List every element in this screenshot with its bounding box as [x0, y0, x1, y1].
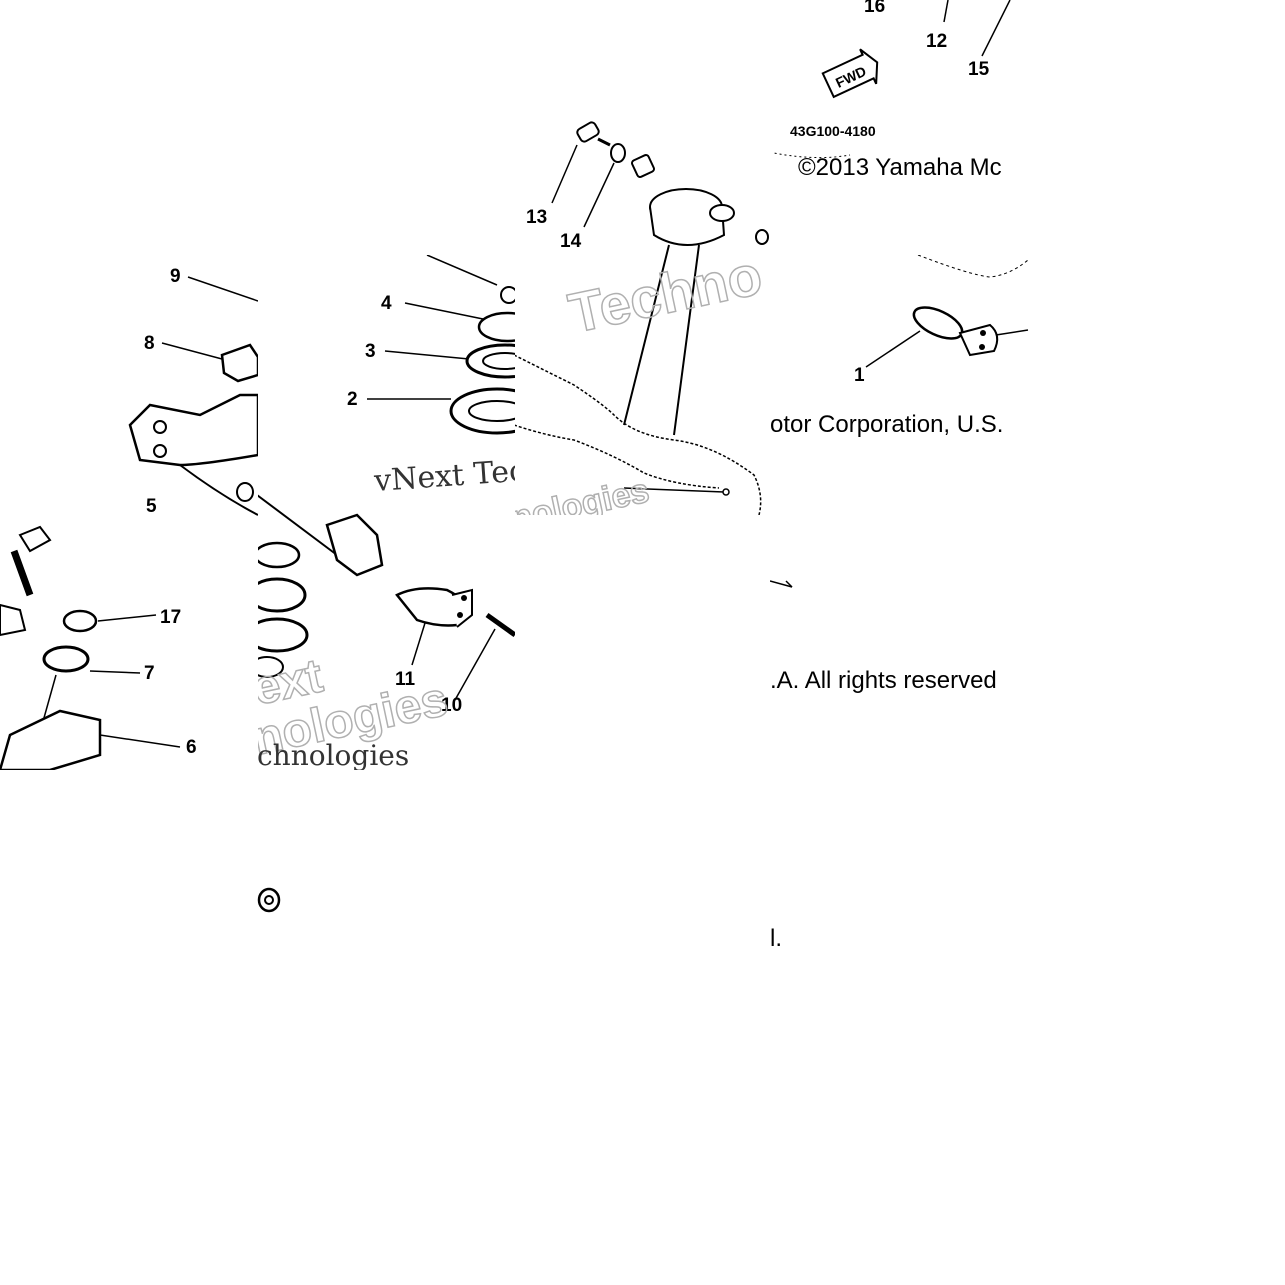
- steering-stem-svg: 13 14 Techno nologies: [514, 121, 769, 515]
- arrow-fragment-svg: [770, 580, 793, 588]
- callout-15: 15: [968, 59, 990, 80]
- bolt-icon: [257, 887, 281, 913]
- callout-12: 12: [926, 31, 947, 52]
- copyright-line-1: ©2013 Yamaha Mc: [798, 154, 1002, 181]
- part-1-svg: 1: [854, 255, 1029, 386]
- watermark-chnologies: chnologies: [257, 739, 409, 770]
- callout-6: 6: [186, 737, 197, 758]
- callout-10: 10: [441, 695, 462, 716]
- diagram-tile-left: 9 8 5 17 7 6: [0, 255, 258, 770]
- diagram-tile-bolt: [257, 880, 285, 915]
- diagram-tile-right-middle: 1 otor Corporation, U.S. .A. All rights …: [770, 255, 1030, 955]
- watermark-nologies: nologies: [514, 472, 652, 515]
- diagram-tile-bearings: 4 3 2 10 11 vNext Tec ext nologies chnol…: [257, 255, 515, 770]
- copyright-line-2: otor Corporation, U.S.: [770, 411, 1004, 438]
- fwd-arrow-icon: FWD: [821, 48, 879, 99]
- callout-8: 8: [144, 333, 155, 354]
- callout-9: 9: [170, 266, 181, 287]
- copyright-line-3: .A. All rights reserved: [770, 667, 997, 694]
- watermark-vnext: vNext Tec: [372, 453, 515, 499]
- callout-16: 16: [864, 0, 885, 17]
- fwd-region-svg: 16 12 15 FWD 43G100-4180: [770, 0, 1011, 160]
- diagram-tile-top-right: 16 12 15 FWD 43G100-4180 ©2013 Yamaha Mc: [770, 0, 1030, 190]
- callout-17: 17: [160, 607, 181, 628]
- copyright-line-4: l.: [770, 925, 782, 952]
- handlebar-holder-svg: 9 8 5 17 7 6: [0, 266, 258, 770]
- callout-3: 3: [365, 341, 376, 362]
- callout-4: 4: [381, 293, 392, 314]
- part-code: 43G100-4180: [790, 123, 876, 139]
- callout-2: 2: [347, 389, 358, 410]
- callout-7: 7: [144, 663, 155, 684]
- callout-13: 13: [526, 207, 547, 228]
- callout-5: 5: [146, 496, 157, 517]
- diagram-tile-steering-stem: 13 14 Techno nologies: [514, 95, 772, 515]
- callout-1: 1: [854, 365, 865, 386]
- callout-11: 11: [395, 669, 416, 690]
- callout-14: 14: [560, 231, 582, 252]
- bearings-svg: 4 3 2 10 11 vNext Tec ext nologies chnol…: [257, 255, 515, 770]
